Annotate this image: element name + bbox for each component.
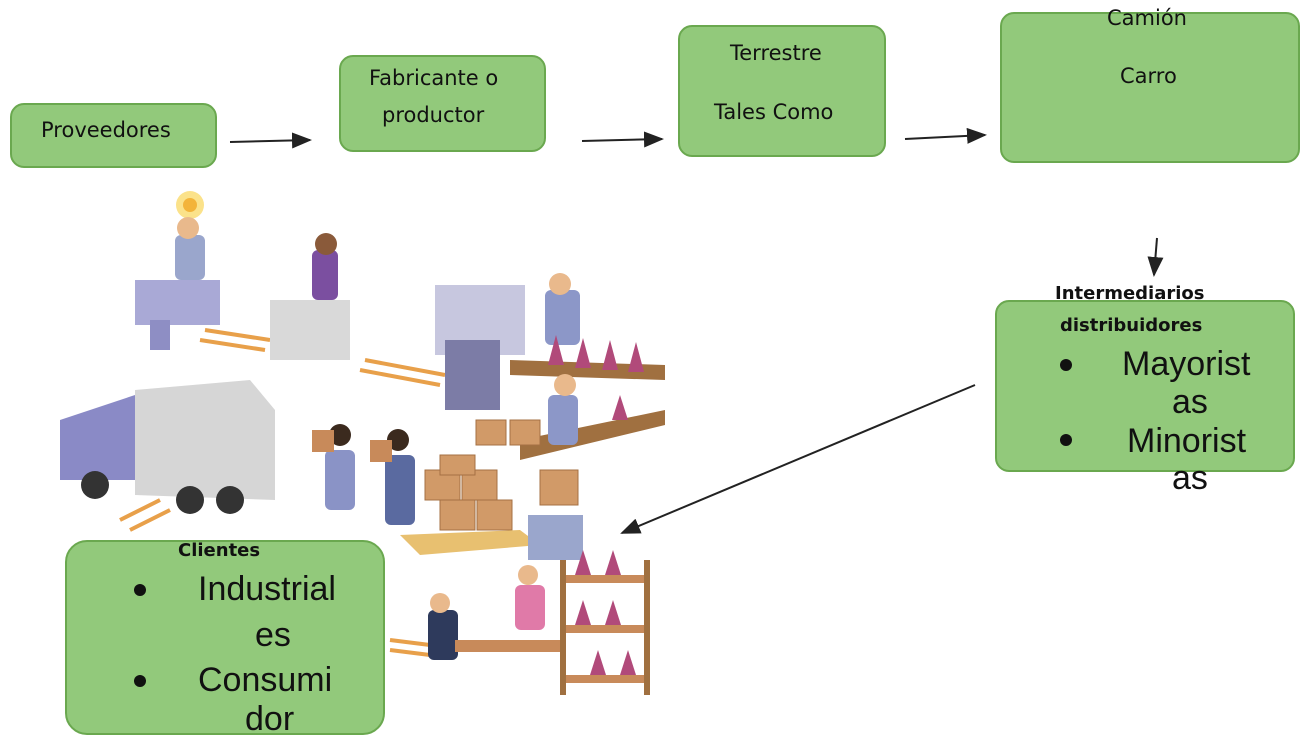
bullet-minoristas [1060,434,1072,446]
proveedores-label: Proveedores [41,118,171,142]
fabricante-label-line1: Fabricante o [369,66,499,90]
consumidor-line2: dor [245,700,295,738]
intermediarios-title-line1: Intermediarios [1055,283,1205,304]
consumidor-line1: Consumi [198,661,333,699]
camion-box [1000,12,1300,163]
bullet-industriales [134,584,146,596]
minoristas-line1: Minorist [1127,422,1247,460]
intermediarios-box [995,300,1295,472]
clientes-title: Clientes [178,540,261,561]
clientes-box [65,540,385,735]
mayoristas-line1: Mayorist [1122,345,1251,383]
fabricante-label-line2: productor [382,103,485,127]
arrow-intermediarios-clientes [620,384,976,534]
arrow-camion-intermediarios [1147,237,1164,277]
mayoristas-line2: as [1172,383,1208,421]
industriales-line2: es [255,616,291,654]
bullet-mayoristas [1060,359,1072,371]
industriales-line1: Industrial [198,570,336,608]
terrestre-label: Terrestre [730,41,822,65]
carro-label: Carro [1120,64,1177,88]
arrow-proveedores-fabricante [229,132,312,149]
bullet-consumidor [134,675,146,687]
proveedores-box: Proveedores [10,103,217,168]
terrestre-box: Terrestre Tales Como [678,25,886,157]
minoristas-line2: as [1172,459,1208,497]
fabricante-box: Fabricante o productor [339,55,546,152]
intermediarios-title-line2: distribuidores [1060,315,1203,336]
arrow-terrestre-camion [904,127,987,144]
camion-label: Camión [1107,6,1187,30]
arrow-fabricante-terrestre [581,131,664,148]
tales-como-label: Tales Como [714,100,834,124]
